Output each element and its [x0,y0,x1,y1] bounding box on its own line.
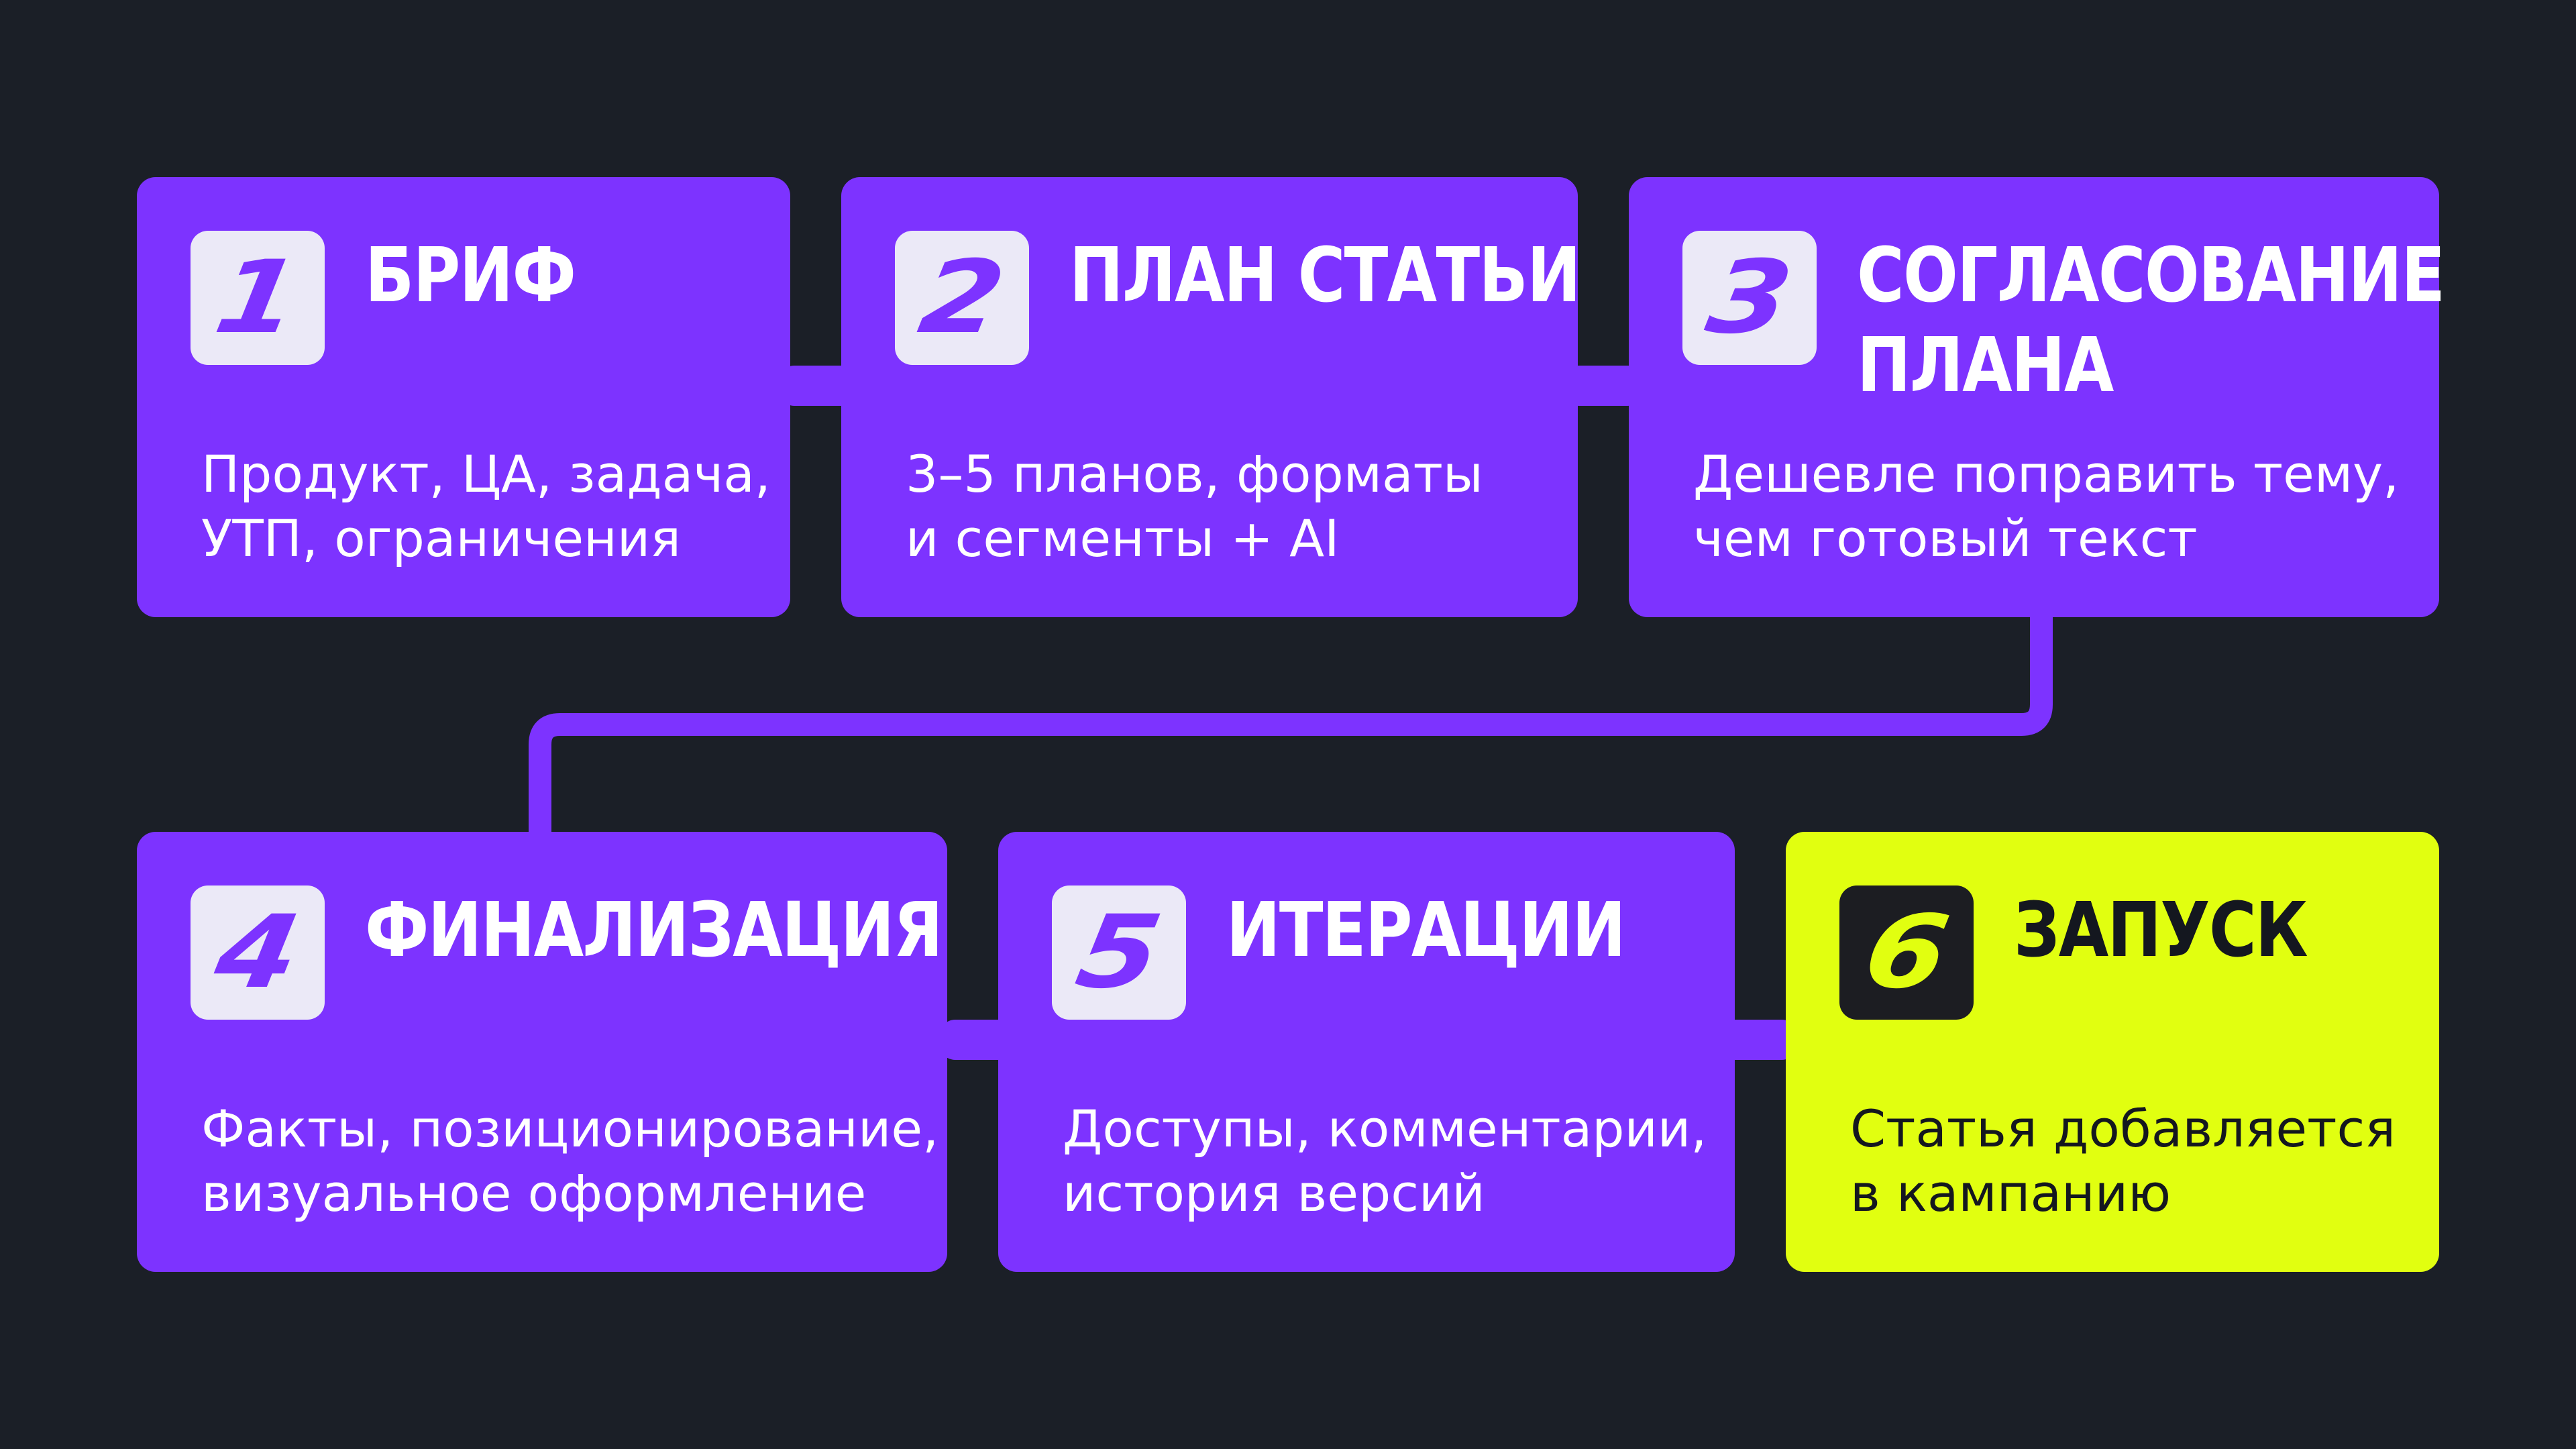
step-card-4: 4 ФИНАЛИЗАЦИЯ Факты, позиционирование, в… [137,832,947,1272]
step-description-1: Продукт, ЦА, задача, УТП, ограничения [201,442,771,571]
step-description-4: Факты, позиционирование, визуальное офор… [201,1097,939,1226]
step-description-1-line-2: УТП, ограничения [201,508,681,568]
step-number-badge-3: 3 [1682,231,1817,365]
step-title-3-line-2: ПЛАНА [1857,322,2114,409]
step-description-5-line-2: история версий [1063,1163,1485,1223]
step-description-2-line-1: 3–5 планов, форматы [906,444,1483,504]
step-description-5: Доступы, комментарии, история версий [1063,1097,1708,1226]
step-description-3: Дешевле поправить тему, чем готовый текс… [1693,442,2412,571]
step-description-6: Статья добавляется в кампанию [1850,1097,2412,1226]
step-number-3: 3 [1699,239,1801,356]
step-title-2: ПЛАН СТАТЬИ [1069,232,1581,319]
step-description-4-line-2: визуальное оформление [201,1163,867,1223]
step-card-3: 3 СОГЛАСОВАНИЕ ПЛАНА Дешевле поправить т… [1629,177,2445,617]
connector-5-6 [1717,1020,1798,1060]
step-number-badge-1: 1 [191,231,325,365]
step-number-6: 6 [1856,894,1957,1011]
connector-1-2 [778,366,859,406]
step-card-2: 2 ПЛАН СТАТЬИ 3–5 планов, форматы и сегм… [841,177,1581,617]
step-card-1: 1 БРИФ Продукт, ЦА, задача, УТП, огранич… [137,177,790,617]
step-description-2: 3–5 планов, форматы и сегменты + AI [906,442,1551,571]
step-card-5: 5 ИТЕРАЦИИ Доступы, комментарии, история… [998,832,1735,1272]
step-number-badge-4: 4 [191,885,325,1020]
step-title-1: БРИФ [365,232,576,319]
step-number-1: 1 [207,239,309,356]
step-number-badge-2: 2 [895,231,1029,365]
step-title-5: ИТЕРАЦИИ [1226,887,1626,974]
step-title-3-line-1: СОГЛАСОВАНИЕ [1857,232,2445,319]
step-title-4: ФИНАЛИЗАЦИЯ [365,887,943,974]
step-description-4-line-1: Факты, позиционирование, [201,1099,939,1159]
step-number-4: 4 [207,894,309,1011]
step-number-badge-6: 6 [1839,885,1974,1020]
step-description-3-line-1: Дешевле поправить тему, [1693,444,2400,504]
step-title-6: ЗАПУСК [2014,887,2308,974]
step-number-5: 5 [1068,894,1170,1011]
step-number-badge-5: 5 [1052,885,1186,1020]
step-description-5-line-1: Доступы, комментарии, [1063,1099,1707,1159]
connector-2-3 [1563,366,1644,406]
step-title-3: СОГЛАСОВАНИЕ ПЛАНА [1857,231,2445,411]
step-description-6-line-2: в кампанию [1850,1163,2171,1223]
step-description-1-line-1: Продукт, ЦА, задача, [201,444,771,504]
step-description-2-line-2: и сегменты + AI [906,508,1340,568]
step-number-2: 2 [911,239,1013,356]
step-description-3-line-2: чем готовый текст [1693,508,2198,568]
step-description-6-line-1: Статья добавляется [1850,1099,2396,1159]
step-card-6: 6 ЗАПУСК Статья добавляется в кампанию [1786,832,2439,1272]
connector-3-4 [529,604,2053,845]
